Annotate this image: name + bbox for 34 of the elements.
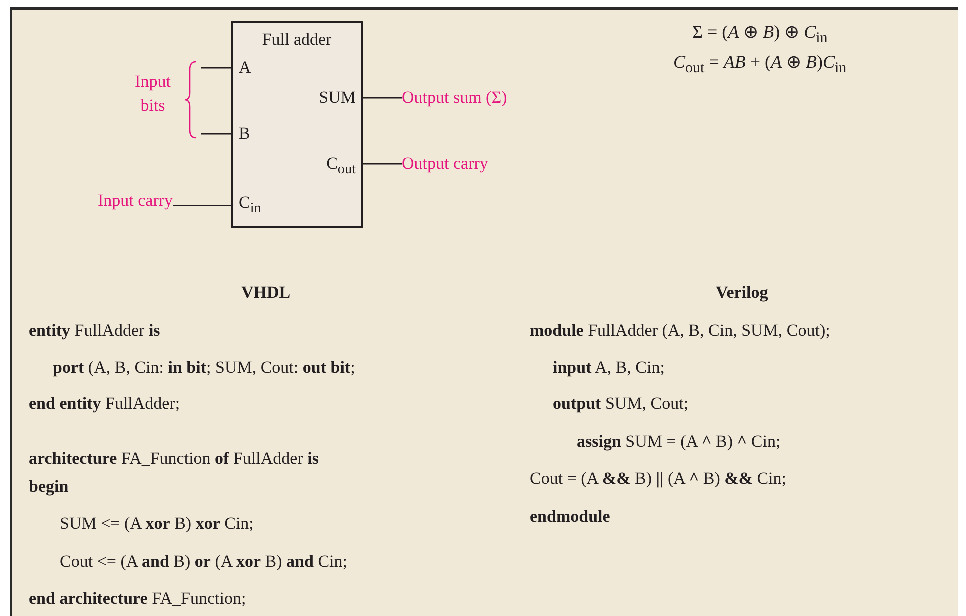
- signal-label: Output carry: [402, 154, 488, 174]
- code-line: module FullAdder (A, B, Cin, SUM, Cout);: [530, 321, 830, 341]
- code-line: Cout <= (A and B) or (A xor B) and Cin;: [60, 552, 348, 572]
- signal-line: [361, 163, 402, 165]
- code-line: input A, B, Cin;: [553, 358, 665, 378]
- code-line: output SUM, Cout;: [553, 394, 689, 414]
- section-heading: VHDL: [242, 283, 291, 303]
- section-heading: Verilog: [716, 283, 768, 303]
- signal-label: Output sum (Σ): [402, 88, 508, 108]
- equation: Σ = (A ⊕ B) ⊕ C$_{in}$: [692, 22, 828, 49]
- code-line: architecture FA_Function of FullAdder is: [29, 449, 319, 469]
- signal-label: Input carry: [98, 191, 174, 211]
- code-line: entity FullAdder is: [29, 321, 160, 341]
- pin-label: C$_{in}$: [233, 193, 262, 218]
- code-line: end architecture FA_Function;: [29, 589, 246, 609]
- pin-label: B: [233, 124, 250, 144]
- code-line: SUM <= (A xor B) xor Cin;: [60, 514, 254, 534]
- pin-label: A: [233, 58, 252, 78]
- pin-label: SUM: [319, 88, 361, 108]
- pin-label: C$_{out}$: [326, 154, 361, 180]
- signal-line: [361, 97, 402, 99]
- equation: C$_{out}$ = AB + (A ⊕ B)C$_{in}$: [674, 52, 847, 79]
- signal-label: Input bits: [134, 71, 172, 117]
- block-title: Full adder: [261, 30, 333, 50]
- code-line: endmodule: [530, 507, 610, 527]
- signal-line: [201, 133, 233, 135]
- signal-line: [201, 67, 233, 69]
- code-line: Cout = (A && B) || (A ^ B) && Cin;: [530, 469, 786, 489]
- code-line: end entity FullAdder;: [29, 394, 180, 414]
- code-line: assign SUM = (A ^ B) ^ Cin;: [577, 432, 781, 452]
- code-line: begin: [29, 477, 69, 497]
- signal-line: [173, 204, 233, 206]
- full-adder-block: [231, 21, 363, 228]
- code-line: port (A, B, Cin: in bit; SUM, Cout: out bit;: [53, 358, 356, 378]
